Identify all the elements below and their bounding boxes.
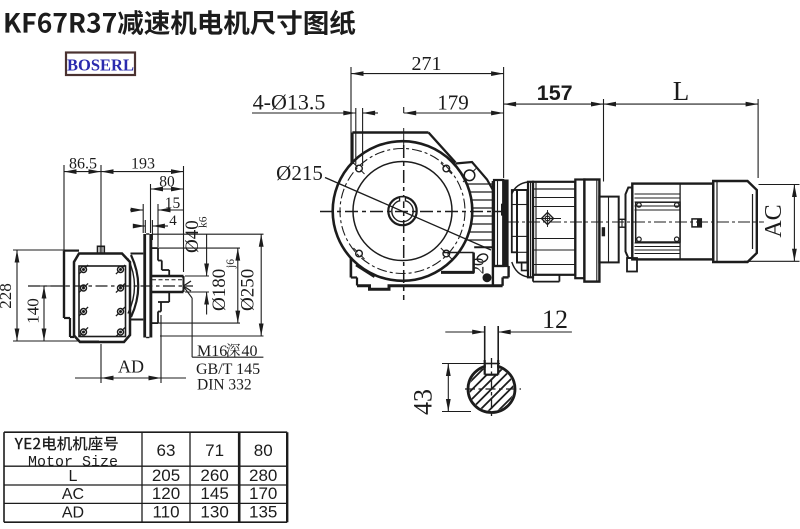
svg-text:Ø180: Ø180 [209, 269, 230, 311]
svg-text:140: 140 [24, 298, 43, 324]
svg-text:Ø40: Ø40 [182, 220, 203, 253]
svg-text:AD: AD [62, 505, 84, 522]
svg-text:120: 120 [152, 484, 180, 503]
svg-text:L: L [69, 468, 78, 485]
svg-text:j6: j6 [225, 259, 237, 269]
svg-text:135: 135 [249, 503, 277, 522]
svg-text:260: 260 [200, 466, 228, 485]
svg-text:Ø250: Ø250 [238, 269, 259, 311]
svg-text:AC: AC [761, 204, 787, 237]
svg-text:280: 280 [249, 466, 277, 485]
svg-text:63: 63 [157, 441, 176, 460]
svg-text:20: 20 [469, 258, 488, 275]
svg-text:157: 157 [537, 81, 573, 105]
svg-text:40: 40 [242, 343, 258, 360]
svg-text:M16: M16 [197, 343, 227, 360]
svg-text:80: 80 [254, 441, 273, 460]
svg-text:130: 130 [200, 503, 228, 522]
svg-text:k6: k6 [198, 216, 210, 228]
svg-text:AD: AD [118, 357, 144, 377]
svg-text:228: 228 [0, 283, 15, 309]
svg-text:Motor Size: Motor Size [28, 454, 118, 471]
svg-text:4-Ø13.5: 4-Ø13.5 [253, 90, 326, 115]
svg-text:AC: AC [62, 486, 84, 503]
svg-text:GB/T 145: GB/T 145 [196, 361, 260, 378]
svg-text:BOSERL: BOSERL [67, 56, 134, 75]
svg-text:12: 12 [542, 305, 568, 334]
svg-text:193: 193 [131, 155, 155, 172]
svg-text:170: 170 [249, 484, 277, 503]
svg-text:80: 80 [159, 173, 175, 190]
svg-text:L: L [673, 76, 690, 106]
svg-text:Ø215: Ø215 [276, 161, 323, 185]
svg-text:110: 110 [152, 503, 179, 522]
svg-text:43: 43 [409, 389, 438, 415]
svg-text:DIN 332: DIN 332 [197, 377, 252, 394]
svg-text:145: 145 [200, 484, 228, 503]
svg-text:205: 205 [152, 466, 180, 485]
svg-text:15: 15 [165, 195, 181, 212]
svg-text:86.5: 86.5 [69, 155, 97, 172]
svg-text:179: 179 [437, 90, 469, 114]
svg-text:4: 4 [169, 213, 177, 229]
svg-text:71: 71 [205, 441, 224, 460]
svg-text:271: 271 [412, 53, 442, 75]
